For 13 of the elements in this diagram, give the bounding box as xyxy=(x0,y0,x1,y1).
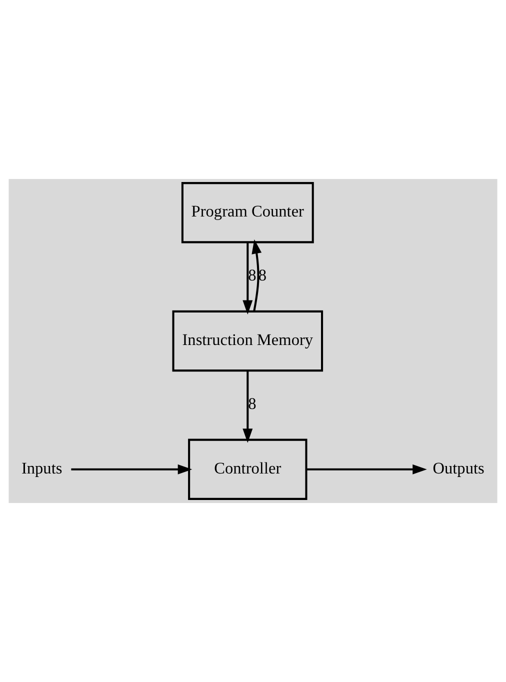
arrow xyxy=(242,370,253,443)
edge-label: 8 xyxy=(258,266,267,285)
node-text: Inputs xyxy=(21,458,62,478)
edge-label: 8 xyxy=(248,394,256,414)
node-box: Controller xyxy=(188,438,308,500)
node-box: Instruction Memory xyxy=(172,310,324,372)
node-text: Outputs xyxy=(432,458,484,478)
arrow xyxy=(242,242,253,314)
arrow xyxy=(252,239,262,312)
arrow xyxy=(71,464,192,474)
edge-label: 8 xyxy=(248,266,256,285)
arrow xyxy=(306,464,427,474)
node-box: Program Counter xyxy=(181,182,314,244)
